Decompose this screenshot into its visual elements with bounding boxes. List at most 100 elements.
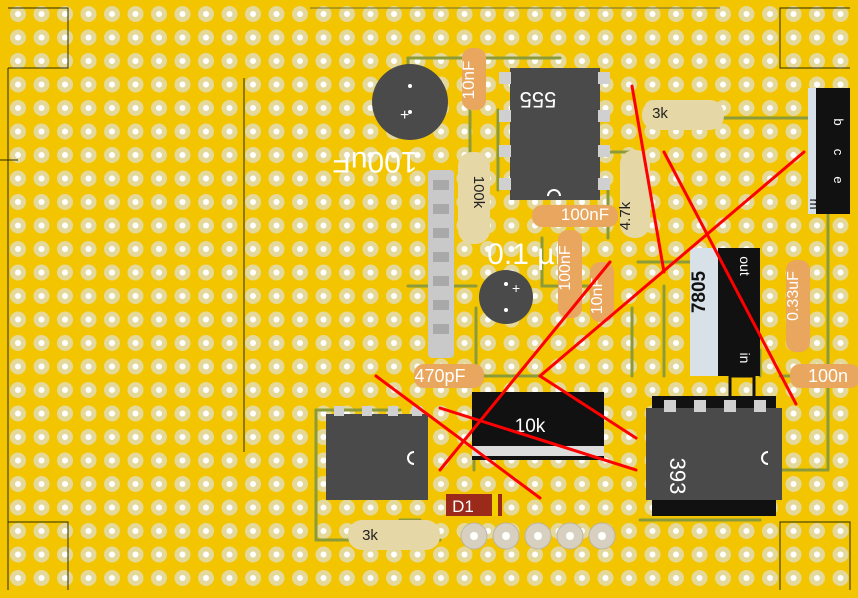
pad-hole: [626, 246, 632, 252]
pad-hole: [720, 34, 726, 41]
pad-hole: [273, 222, 280, 229]
pad-hole: [461, 457, 468, 464]
pad-hole: [508, 340, 515, 346]
pad-hole: [62, 246, 68, 252]
pad-hole: [837, 34, 844, 41]
pad-hole: [391, 340, 397, 346]
pad-hole: [414, 293, 421, 299]
pad-hole: [649, 575, 656, 581]
pad-hole: [555, 199, 562, 205]
pad-hole: [179, 293, 186, 299]
label-0.33uF: 0.33uF: [785, 271, 802, 321]
pad-hole: [837, 81, 844, 88]
pad-hole: [790, 222, 797, 229]
pad-hole: [85, 222, 92, 229]
pad-hole: [203, 504, 209, 511]
pad-hole: [696, 528, 703, 534]
pad-hole: [226, 410, 233, 417]
pad-hole: [696, 551, 703, 558]
pad-hole: [532, 199, 538, 205]
pad-hole: [62, 387, 68, 393]
pad-hole: [156, 175, 162, 182]
pad-hole: [837, 410, 844, 417]
pad-hole: [38, 575, 45, 581]
pad-hole: [250, 363, 256, 370]
pad-hole: [62, 293, 68, 299]
pad-hole: [15, 528, 21, 534]
pad-hole: [85, 340, 92, 346]
pad-hole: [673, 222, 679, 229]
pad-hole: [720, 387, 726, 393]
pad-hole: [85, 11, 92, 17]
pad-hole: [273, 246, 280, 252]
pad-hole: [85, 128, 92, 135]
pad-hole: [814, 81, 820, 88]
pad-hole: [602, 575, 609, 581]
pad-hole: [297, 293, 303, 299]
pad-hole: [297, 246, 303, 252]
pad-hole: [602, 105, 609, 111]
pad-hole: [38, 58, 45, 64]
pad-hole: [85, 504, 92, 511]
pad-hole: [673, 269, 679, 276]
pad-hole: [203, 128, 209, 135]
pad-hole: [297, 340, 303, 346]
pad-hole: [814, 481, 820, 487]
pad-hole: [837, 457, 844, 464]
pad-hole: [226, 128, 233, 135]
pad-hole: [673, 363, 679, 370]
red-wires: [374, 84, 806, 500]
pad-hole: [555, 575, 562, 581]
pad-hole: [743, 551, 750, 558]
pad-hole: [767, 222, 773, 229]
pad-hole: [109, 222, 115, 229]
pad-hole: [344, 316, 350, 323]
pad-hole: [579, 363, 585, 370]
capacitor-0.1uF: +: [479, 270, 533, 324]
pad-hole: [320, 222, 327, 229]
pad-hole: [790, 128, 797, 135]
regulator-7805: [690, 248, 760, 400]
pad-hole: [226, 575, 233, 581]
pad-hole: [508, 246, 515, 252]
pad-hole: [273, 340, 280, 346]
pad-hole: [320, 387, 327, 393]
pad-hole: [38, 81, 45, 88]
pad-hole: [696, 199, 703, 205]
pad-hole: [438, 11, 444, 17]
pad-hole: [203, 246, 209, 252]
pad-hole: [132, 340, 139, 346]
pad-hole: [767, 152, 773, 158]
pad-hole: [414, 387, 421, 393]
pad-hole: [790, 199, 797, 205]
pad-hole: [203, 199, 209, 205]
pad-hole: [320, 410, 327, 417]
pad-hole: [461, 481, 468, 487]
pad-hole: [156, 269, 162, 276]
pad-hole: [790, 152, 797, 158]
pad-hole: [297, 363, 303, 370]
pad-hole: [555, 481, 562, 487]
pad-hole: [649, 246, 656, 252]
pad-hole: [109, 269, 115, 276]
pad-hole: [814, 58, 820, 64]
pad-hole: [320, 528, 327, 534]
pad-hole: [132, 316, 139, 323]
pad-hole: [226, 199, 233, 205]
pad-hole: [15, 293, 21, 299]
pad-hole: [156, 128, 162, 135]
pad-hole: [85, 175, 92, 182]
pad-hole: [367, 58, 374, 64]
pad-hole: [38, 199, 45, 205]
label-10k: 10k: [515, 416, 546, 437]
pad-hole: [555, 11, 562, 17]
pad-hole: [508, 222, 515, 229]
pad-hole: [15, 246, 21, 252]
pad-hole: [767, 58, 773, 64]
pad-hole: [226, 175, 233, 182]
pad-hole: [203, 457, 209, 464]
pad-hole: [297, 387, 303, 393]
pad-hole: [532, 504, 538, 511]
pad-hole: [109, 575, 115, 581]
pad-hole: [179, 222, 186, 229]
